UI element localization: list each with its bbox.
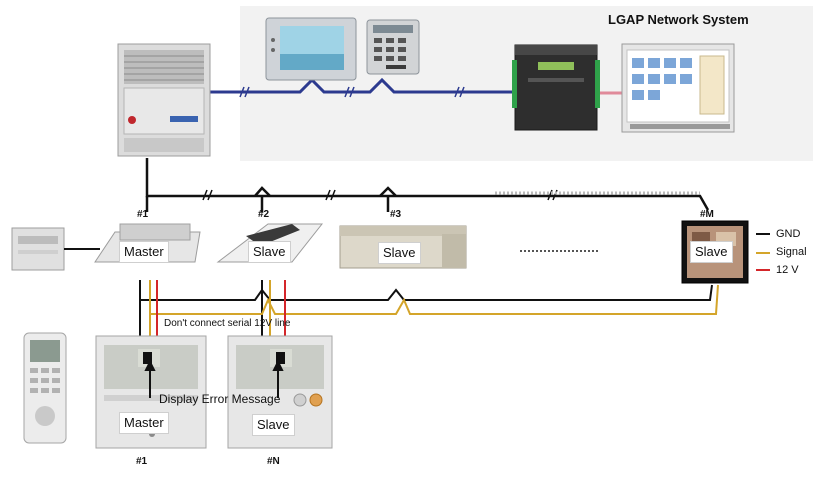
indoor-bus-line [145,158,710,211]
lgap-gateway [512,44,600,131]
legend-signal-label: Signal [776,246,807,258]
pc-monitor [621,43,735,133]
indoor-number-3: #3 [390,209,402,220]
indoor-role-2: Slave [248,241,291,263]
bus-zigzags [254,186,397,197]
wired-receiver [11,227,65,271]
legend-swatches [756,233,770,271]
error-arrows [144,359,284,398]
keypad-controller [366,19,420,75]
legend-signal: Signal [776,246,807,258]
v12-wires [156,280,286,340]
indoor-number-1: #1 [137,209,149,220]
legend-gnd: GND [776,228,800,240]
indoor-role-M: Slave [690,241,733,263]
indoor-role-1: Master [119,241,169,263]
outdoor-unit [117,43,211,157]
indoor-role-3: Slave [378,242,421,264]
wireless-remote [23,332,67,444]
signal-wires [149,280,719,340]
legend-12v: 12 V [776,264,799,276]
network-break-marks [239,86,465,98]
touch-panel-controller [265,17,357,81]
indoor-number-M: #M [700,209,714,220]
serial-warning-note: Don't connect serial 12V line [164,318,291,329]
display-error-note: Display Error Message [159,392,281,406]
remote-number-N: #N [267,456,280,467]
indoor-number-2: #2 [258,209,270,220]
legend-12v-label: 12 V [776,264,799,276]
legend-gnd-label: GND [776,228,801,240]
gnd-wires [139,280,713,340]
network-title: LGAP Network System [608,12,749,27]
remote-role-N: Slave [252,414,295,436]
remote-number-1: #1 [136,456,148,467]
remote-role-1: Master [119,412,169,434]
